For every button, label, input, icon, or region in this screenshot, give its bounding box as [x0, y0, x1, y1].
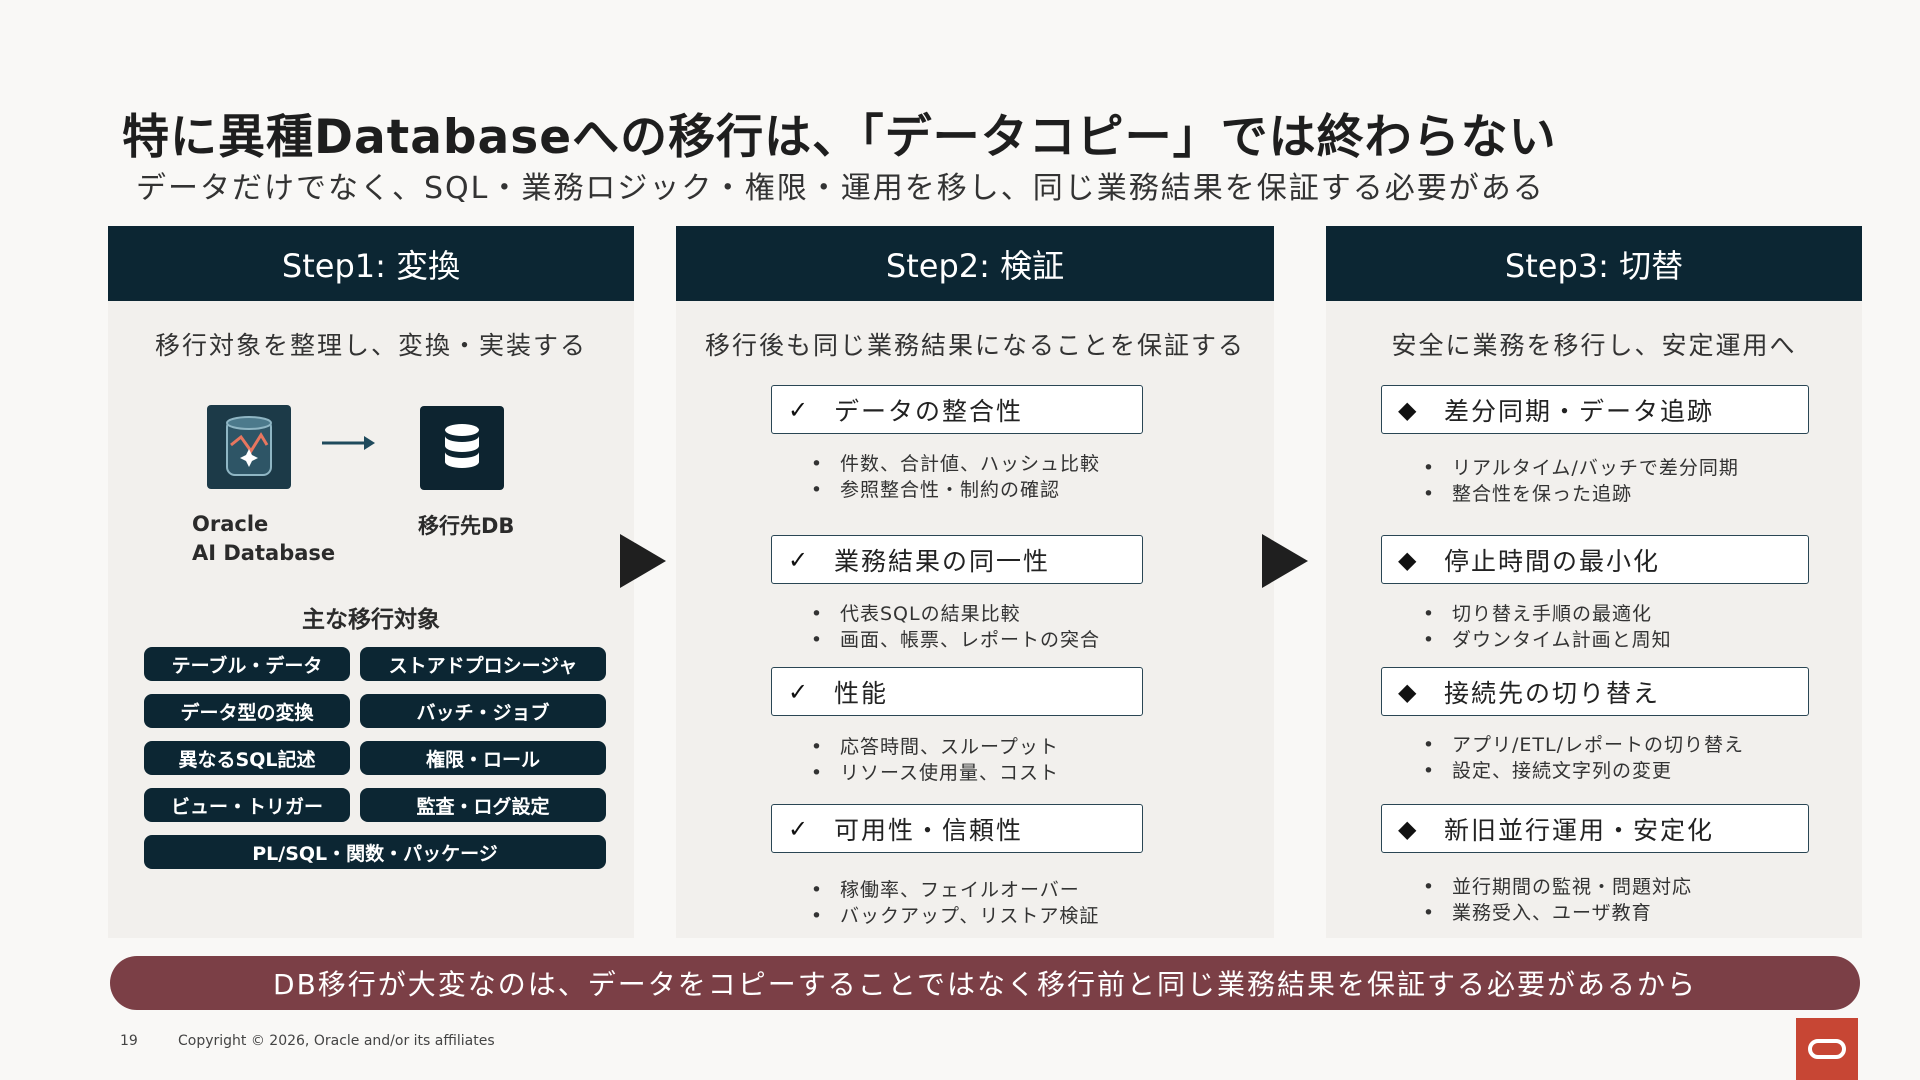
- bullet-text: 件数、合計値、ハッシュ比較: [840, 453, 1101, 475]
- target-pill: PL/SQL・関数・パッケージ: [144, 835, 606, 869]
- oracle-logo-icon: [1796, 1018, 1858, 1080]
- check-item: ✓ データの整合性: [771, 385, 1143, 434]
- bullet-text: 業務受入、ユーザ教育: [1452, 902, 1652, 924]
- bullet-text: 代表SQLの結果比較: [840, 603, 1021, 625]
- diamond-item: ◆ 差分同期・データ追跡: [1381, 385, 1809, 434]
- check-item-title: 業務結果の同一性: [834, 546, 1051, 576]
- target-pill: バッチ・ジョブ: [360, 694, 606, 728]
- bullet-text: 切り替え手順の最適化: [1452, 603, 1653, 625]
- bullet-text: アプリ/ETL/レポートの切り替え: [1452, 734, 1744, 756]
- source-db-label-line1: Oracle: [192, 512, 269, 536]
- bullet-text: 稼働率、フェイルオーバー: [840, 879, 1080, 901]
- step1-header: Step1: 変換: [108, 226, 634, 301]
- bullet-text: ダウンタイム計画と周知: [1452, 629, 1672, 651]
- diamond-item: ◆ 停止時間の最小化: [1381, 535, 1809, 584]
- check-item-title: データの整合性: [834, 396, 1024, 426]
- step1-column: Step1: 変換 移行対象を整理し、変換・実装する Oracle AI Dat…: [108, 226, 634, 938]
- bullet-text: 応答時間、スループット: [840, 736, 1059, 758]
- check-item: ✓ 可用性・信頼性: [771, 804, 1143, 853]
- bullet-list: •件数、合計値、ハッシュ比較 •参照整合性・制約の確認: [810, 453, 1101, 501]
- slide-title: 特に異種Databaseへの移行は、「データコピー」では終わらない: [122, 110, 1557, 165]
- bullet-text: 画面、帳票、レポートの突合: [840, 629, 1101, 651]
- diamond-icon: ◆: [1398, 814, 1419, 843]
- step1-body: [108, 301, 634, 938]
- bullet-list: •切り替え手順の最適化 •ダウンタイム計画と周知: [1422, 603, 1672, 651]
- targets-title: 主な移行対象: [302, 607, 440, 633]
- target-pill: 異なるSQL記述: [144, 741, 350, 775]
- step-arrow-icon: [1262, 534, 1308, 588]
- database-icon: [420, 406, 504, 490]
- diamond-item-title: 停止時間の最小化: [1444, 546, 1661, 576]
- step1-description: 移行対象を整理し、変換・実装する: [154, 331, 587, 360]
- diamond-icon: ◆: [1398, 545, 1419, 574]
- source-db-label: Oracle AI Database: [192, 510, 335, 568]
- check-item-title: 可用性・信頼性: [834, 815, 1024, 845]
- oracle-database-icon: [207, 405, 291, 489]
- step2-column: Step2: 検証 移行後も同じ業務結果になることを保証する ✓ データの整合性…: [676, 226, 1274, 938]
- target-pill: テーブル・データ: [144, 647, 350, 681]
- target-db-label: 移行先DB: [418, 514, 515, 538]
- target-pill: ストアドプロシージャ: [360, 647, 606, 681]
- bullet-list: •アプリ/ETL/レポートの切り替え •設定、接続文字列の変更: [1422, 734, 1744, 782]
- step3-column: Step3: 切替 安全に業務を移行し、安定運用へ ◆ 差分同期・データ追跡 •…: [1326, 226, 1862, 938]
- bullet-text: 整合性を保った追跡: [1452, 483, 1633, 505]
- bullet-list: •並行期間の監視・問題対応 •業務受入、ユーザ教育: [1422, 876, 1693, 924]
- target-pill: ビュー・トリガー: [144, 788, 350, 822]
- bullet-list: •稼働率、フェイルオーバー •バックアップ、リストア検証: [810, 879, 1100, 927]
- step3-header: Step3: 切替: [1326, 226, 1862, 301]
- diamond-icon: ◆: [1398, 395, 1419, 424]
- arrow-right-icon: [322, 436, 375, 450]
- bullet-text: 設定、接続文字列の変更: [1452, 760, 1673, 782]
- diamond-icon: ◆: [1398, 677, 1419, 706]
- check-item: ✓ 性能: [771, 667, 1143, 716]
- bullet-list: •応答時間、スループット •リソース使用量、コスト: [810, 736, 1060, 784]
- slide-subtitle: データだけでなく、SQL・業務ロジック・権限・運用を移し、同じ業務結果を保証する…: [136, 171, 1545, 206]
- step2-header: Step2: 検証: [676, 226, 1274, 301]
- page-number: 19: [120, 1033, 138, 1049]
- step2-description: 移行後も同じ業務結果になることを保証する: [704, 331, 1245, 360]
- checkmark-icon: ✓: [788, 677, 811, 706]
- target-pill: 監査・ログ設定: [360, 788, 606, 822]
- bullet-text: 並行期間の監視・問題対応: [1452, 876, 1693, 898]
- step3-description: 安全に業務を移行し、安定運用へ: [1391, 331, 1797, 360]
- target-pill: 権限・ロール: [360, 741, 606, 775]
- diamond-item: ◆ 新旧並行運用・安定化: [1381, 804, 1809, 853]
- checkmark-icon: ✓: [788, 395, 811, 424]
- bullet-text: リソース使用量、コスト: [840, 762, 1060, 784]
- copyright: Copyright © 2026, Oracle and/or its affi…: [178, 1033, 495, 1049]
- diamond-item: ◆ 接続先の切り替え: [1381, 667, 1809, 716]
- bullet-text: リアルタイム/バッチで差分同期: [1452, 457, 1739, 479]
- check-item-title: 性能: [834, 678, 889, 708]
- bullet-list: •リアルタイム/バッチで差分同期 •整合性を保った追跡: [1422, 457, 1739, 505]
- bullet-list: •代表SQLの結果比較 •画面、帳票、レポートの突合: [810, 603, 1101, 651]
- summary-banner: DB移行が大変なのは、データをコピーすることではなく移行前と同じ業務結果を保証す…: [110, 956, 1860, 1010]
- step-arrow-icon: [620, 534, 666, 588]
- diamond-item-title: 接続先の切り替え: [1444, 678, 1661, 708]
- source-db-label-line2: AI Database: [192, 541, 336, 565]
- checkmark-icon: ✓: [788, 545, 811, 574]
- check-item: ✓ 業務結果の同一性: [771, 535, 1143, 584]
- checkmark-icon: ✓: [788, 814, 811, 843]
- diamond-item-title: 新旧並行運用・安定化: [1444, 815, 1715, 845]
- target-pill: データ型の変換: [144, 694, 350, 728]
- bullet-text: 参照整合性・制約の確認: [840, 479, 1061, 501]
- bullet-text: バックアップ、リストア検証: [840, 905, 1100, 927]
- diamond-item-title: 差分同期・データ追跡: [1444, 396, 1715, 426]
